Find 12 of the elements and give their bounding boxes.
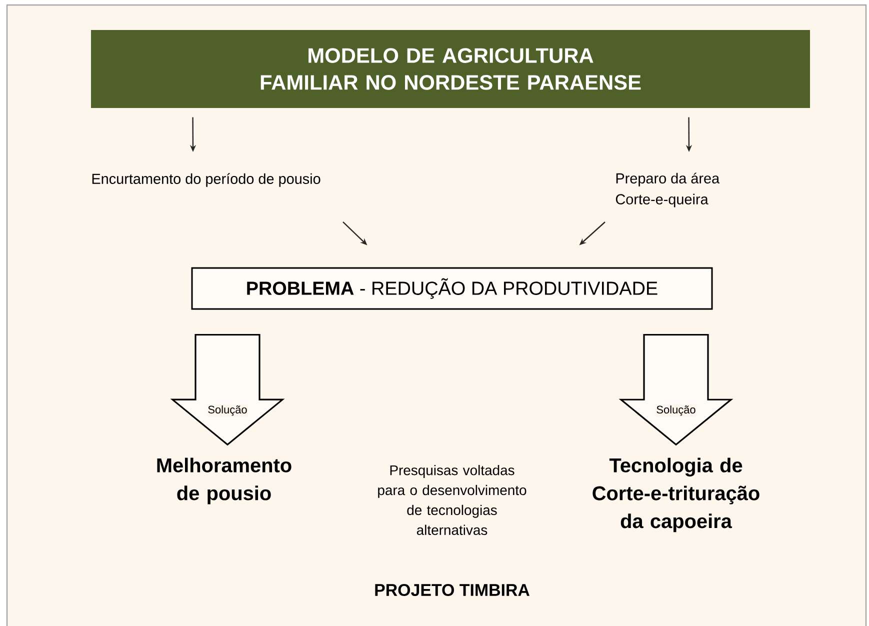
project-name: PROJETO TIMBIRA	[375, 584, 530, 596]
problem-box: PROBLEMA - REDUÇÃO DA PRODUTIVIDADE	[191, 267, 713, 310]
solution-text: Melhoramento de pousio	[157, 458, 292, 504]
solution-text: Tecnologia de Corte-e-trituração da capoeira	[592, 458, 760, 532]
cause-text: Preparo da área Corte-e-queira	[616, 172, 720, 208]
block-arrow	[170, 334, 285, 446]
cause-text: Encurtamento do período de pousio	[92, 173, 320, 187]
note-text: Presquisas voltadas para o desenvolvimento de tecnologias alternativas	[378, 464, 526, 535]
edge-label: Solução	[655, 404, 697, 417]
block-arrow	[618, 334, 734, 446]
title-banner: MODELO DE AGRICULTURA FAMILIAR NO NORDESTE PARAENSE	[91, 30, 810, 108]
edge-label: Solução	[206, 404, 248, 417]
